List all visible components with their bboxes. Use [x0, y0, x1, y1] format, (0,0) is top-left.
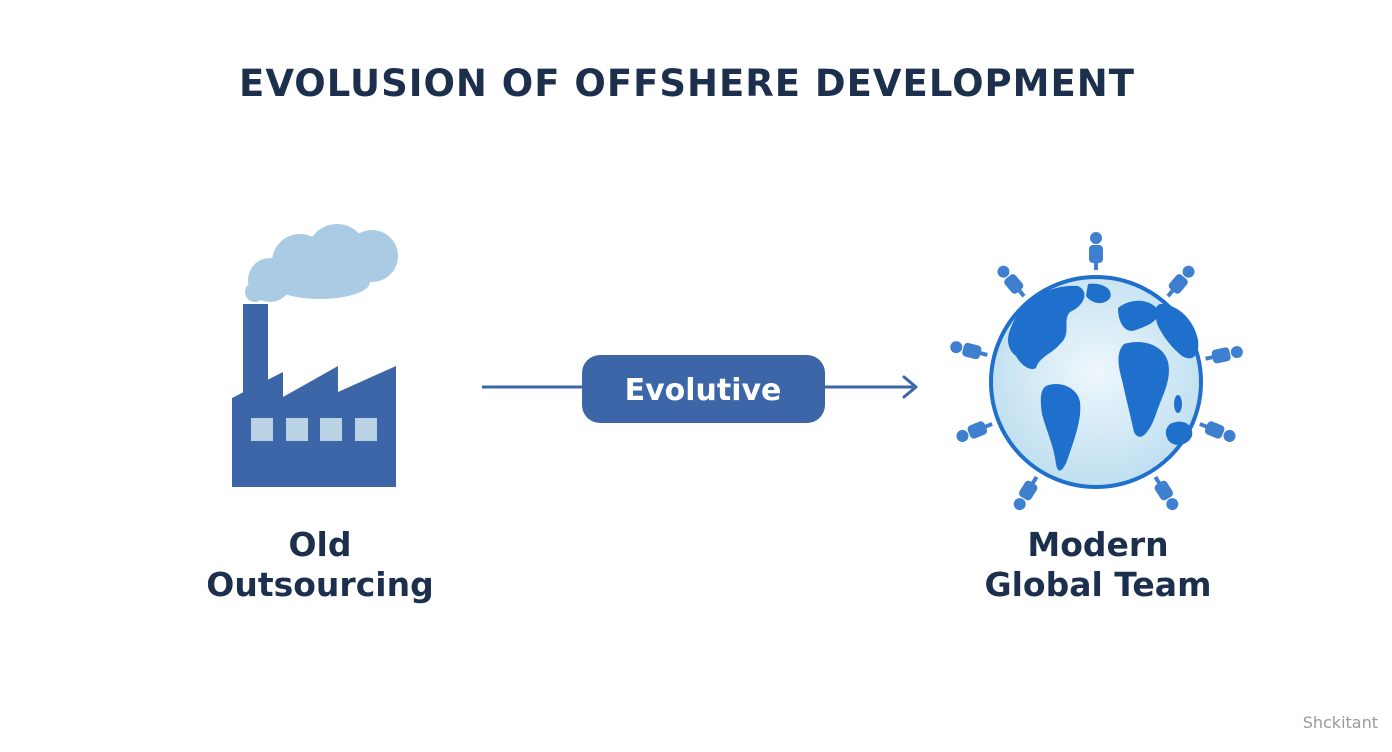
factory-with-smoke-icon [232, 224, 398, 487]
caption-line: Modern [1027, 525, 1169, 564]
arrowhead-icon [902, 375, 918, 399]
factory-building [232, 304, 396, 487]
person-icon [1166, 265, 1195, 298]
person-icon [1013, 475, 1039, 511]
caption-line: Outsourcing [206, 565, 434, 604]
factory-windows [251, 418, 377, 441]
globe-continents [1008, 283, 1199, 471]
person-icon [1089, 232, 1103, 270]
evolution-pill-label: Evolutive [625, 373, 782, 408]
person-icon [1199, 421, 1236, 442]
person-icon [1205, 346, 1243, 364]
person-icon [956, 421, 993, 442]
caption-line: Old [288, 525, 352, 564]
person-icon [950, 341, 988, 360]
modern-global-team-caption: Modern Global Team [960, 525, 1236, 605]
smoke-cloud [245, 224, 398, 302]
watermark: Shckitant [1302, 713, 1378, 732]
evolution-pill: Evolutive [582, 355, 825, 423]
people-ring [950, 232, 1243, 511]
person-icon [1153, 475, 1179, 511]
globe-with-people-icon [950, 232, 1243, 511]
old-outsourcing-caption: Old Outsourcing [180, 525, 460, 605]
person-icon [997, 265, 1026, 298]
evolution-arrow [482, 375, 918, 399]
caption-line: Global Team [984, 565, 1212, 604]
diagram-title: EVOLUSION OF OFFSHERE DEVELOPMENT [239, 62, 1135, 105]
